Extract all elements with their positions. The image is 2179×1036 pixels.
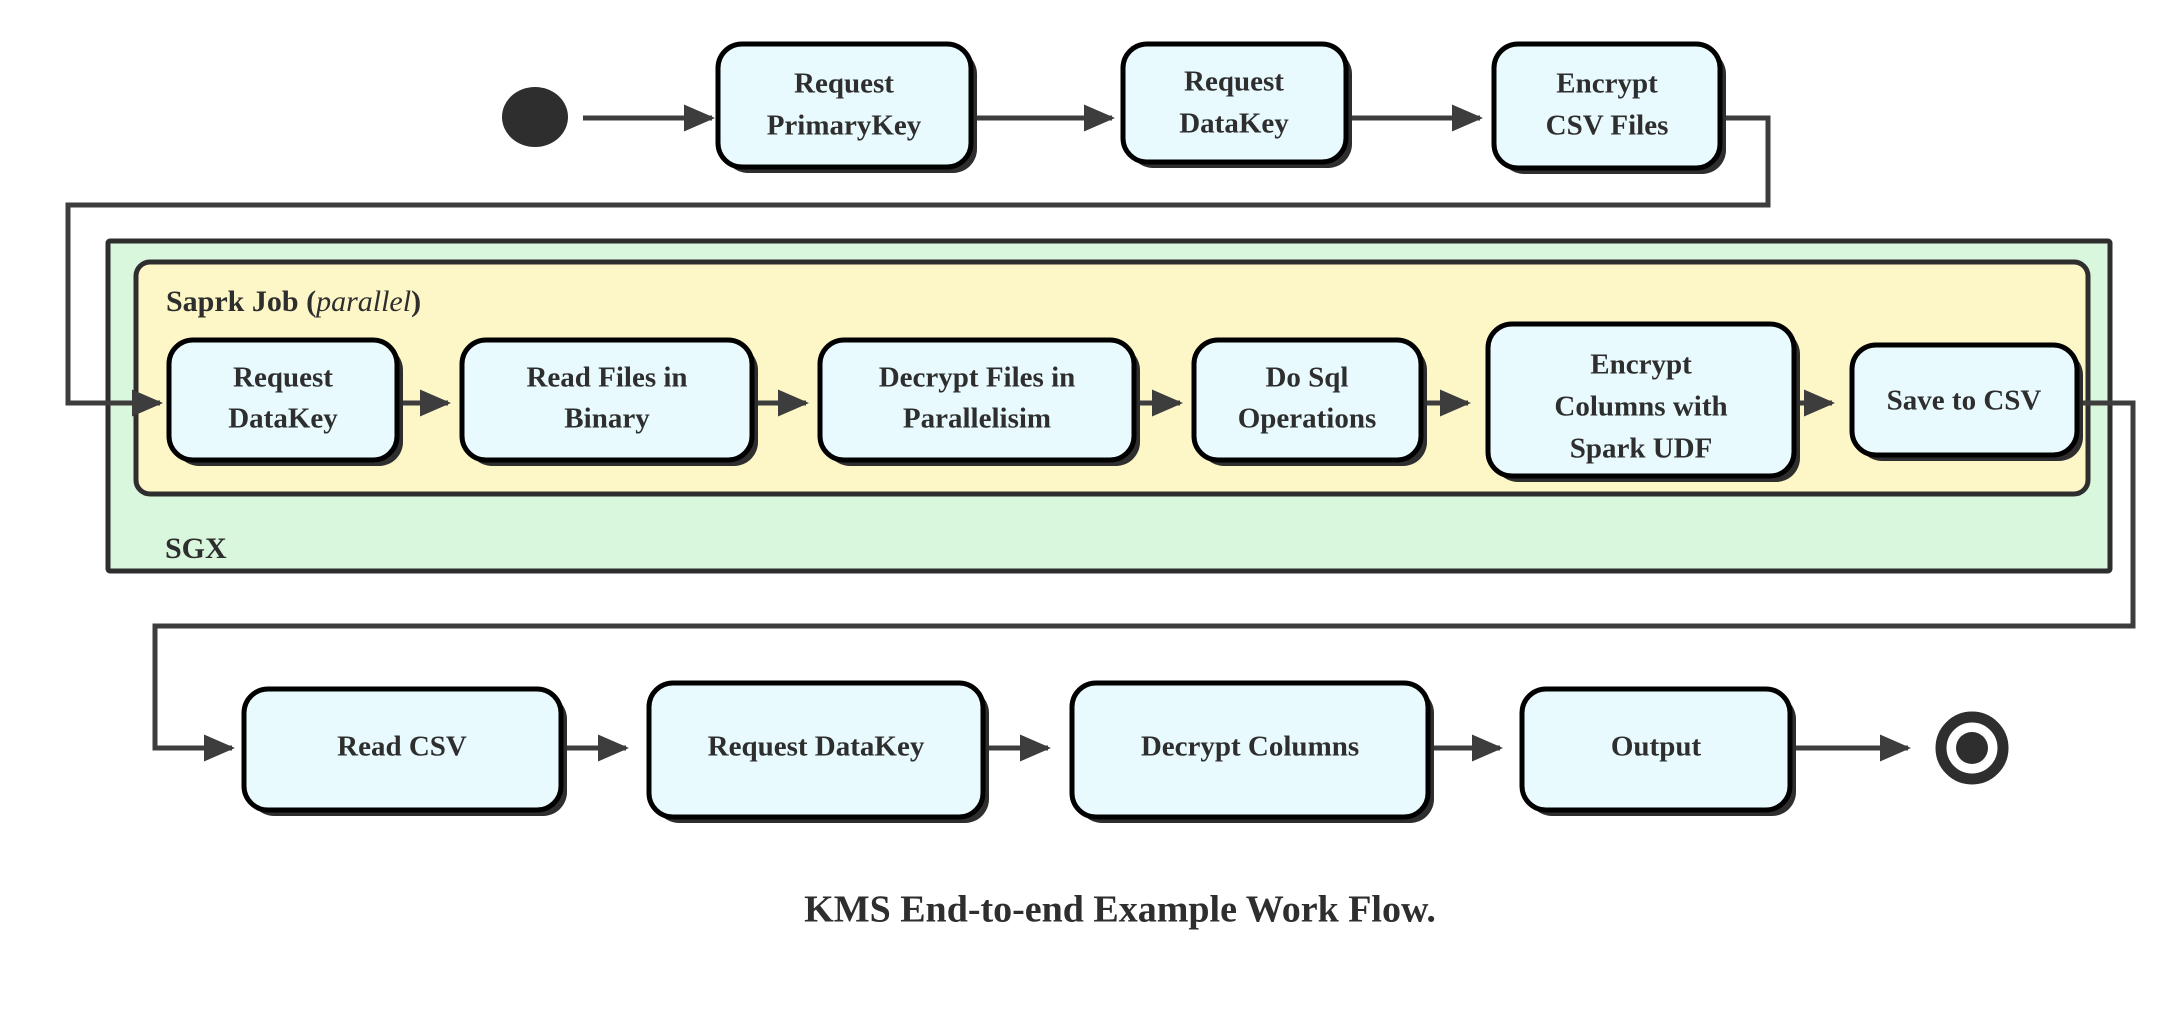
node-output[interactable]: Output — [1519, 686, 1796, 816]
spark-job-parallel: parallel — [314, 285, 411, 318]
node-request-datakey-bottom-label: Request DataKey — [708, 731, 925, 763]
node-request-datakey-spark-line-2: DataKey — [228, 403, 338, 435]
node-encrypt-csv-files[interactable]: Encrypt CSV Files — [1491, 41, 1726, 174]
node-request-datakey-spark[interactable]: Request DataKey — [166, 337, 403, 466]
node-read-files-in-binary-line-2: Binary — [564, 403, 650, 435]
node-read-files-in-binary-line-1: Read Files in — [526, 362, 687, 394]
node-do-sql-operations[interactable]: Do Sql Operations — [1191, 337, 1427, 466]
node-save-to-csv-label: Save to CSV — [1887, 385, 2042, 417]
node-request-datakey-top-line-1: Request — [1184, 66, 1284, 98]
node-decrypt-files-line-2: Parallelisim — [903, 403, 1051, 435]
start-node[interactable] — [502, 87, 568, 147]
node-encrypt-csv-files-line-1: Encrypt — [1556, 68, 1658, 100]
node-request-datakey-bottom[interactable]: Request DataKey — [646, 680, 989, 823]
container-sgx-label: SGX — [165, 532, 227, 565]
edge-encrypt-csv-files-to-request-datakey-spark — [65, 115, 1771, 417]
node-request-datakey-spark-line-1: Request — [233, 362, 333, 394]
end-node[interactable] — [1935, 711, 2009, 785]
node-read-csv-label: Read CSV — [337, 731, 467, 763]
node-encrypt-csv-files-line-2: CSV Files — [1546, 110, 1669, 142]
diagram-caption: KMS End-to-end Example Work Flow. — [804, 889, 1436, 931]
node-output-label: Output — [1611, 731, 1702, 763]
node-decrypt-columns-label: Decrypt Columns — [1141, 731, 1359, 763]
node-decrypt-files-line-1: Decrypt Files in — [879, 362, 1076, 394]
node-save-to-csv[interactable]: Save to CSV — [1849, 342, 2083, 461]
node-do-sql-operations-line-2: Operations — [1238, 403, 1377, 435]
node-request-primarykey-line-2: PrimaryKey — [767, 110, 922, 142]
node-encrypt-columns-line-2: Columns with — [1554, 391, 1727, 423]
node-encrypt-columns-with-spark-udf[interactable]: Encrypt Columns with Spark UDF — [1485, 321, 1800, 482]
node-request-primarykey[interactable]: Request PrimaryKey — [715, 41, 977, 173]
node-decrypt-columns[interactable]: Decrypt Columns — [1069, 680, 1434, 823]
node-request-datakey-top-line-2: DataKey — [1179, 108, 1289, 140]
node-read-csv[interactable]: Read CSV — [241, 686, 567, 816]
node-decrypt-files-in-parallelisim[interactable]: Decrypt Files in Parallelisim — [817, 337, 1140, 466]
node-read-files-in-binary[interactable]: Read Files in Binary — [459, 337, 758, 466]
container-spark-job-label: Saprk Job (parallel) — [166, 285, 421, 318]
node-request-datakey-top[interactable]: Request DataKey — [1120, 41, 1352, 168]
spark-job-open-paren: ( — [306, 285, 316, 318]
spark-job-title: Saprk Job — [166, 285, 299, 318]
edge-save-to-csv-to-read-csv — [152, 400, 2136, 762]
node-do-sql-operations-line-1: Do Sql — [1265, 362, 1348, 394]
spark-job-close-paren: ) — [411, 285, 421, 318]
node-request-primarykey-line-1: Request — [794, 68, 894, 100]
node-encrypt-columns-line-3: Spark UDF — [1570, 433, 1713, 465]
node-encrypt-columns-line-1: Encrypt — [1590, 349, 1692, 381]
